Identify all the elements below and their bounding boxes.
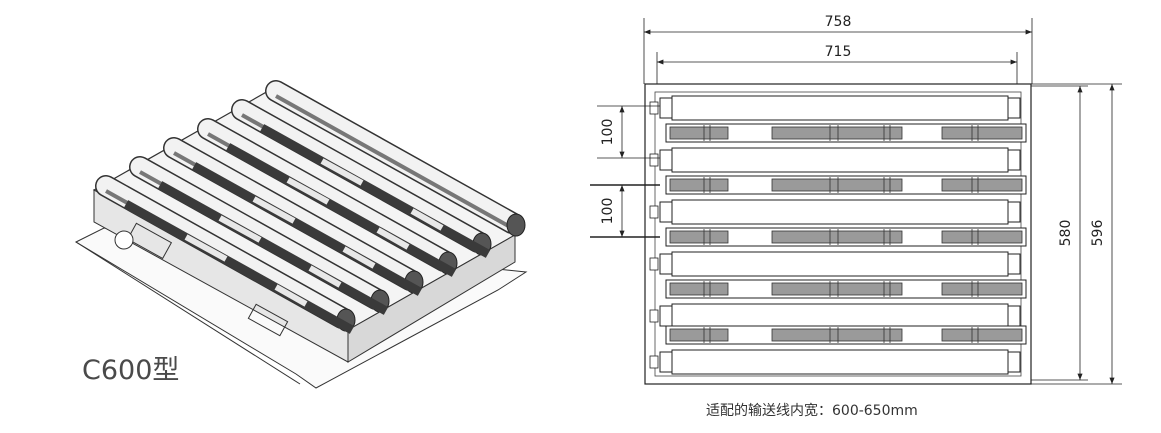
caption-text: 适配的输送线内宽：600-650mm: [706, 403, 918, 419]
belt-segment: [771, 282, 903, 296]
iso-belt: [157, 181, 389, 315]
iso-roller-group: [95, 80, 526, 334]
iso-roller-body: [198, 119, 454, 271]
roller-end-cap: [1007, 351, 1021, 373]
belt-segment: [669, 282, 729, 296]
iso-belt: [123, 200, 355, 334]
iso-roller-body: [96, 176, 352, 328]
roller-end-cap: [1007, 97, 1021, 119]
iso-belt-gap: [342, 246, 376, 269]
roller-end-cap: [1007, 149, 1021, 171]
roller-bearing: [649, 355, 659, 369]
iso-belt-gap: [252, 196, 296, 224]
iso-belt-gap: [218, 215, 262, 243]
roller-bearing: [649, 309, 659, 323]
model-label: C600型: [82, 355, 180, 386]
dim-inner-width: 715: [825, 44, 852, 60]
iso-belt-gap: [320, 158, 364, 186]
roller-end-cap: [1007, 201, 1021, 223]
gear-wheel: [114, 230, 134, 250]
roller: [671, 95, 1009, 121]
roller-end-cap: [659, 149, 673, 171]
dim-overall-width: 758: [825, 14, 852, 30]
iso-belt-gap: [308, 265, 342, 288]
belt-segment: [941, 126, 1023, 140]
iso-belt: [191, 162, 423, 296]
iso-roller: [129, 156, 390, 315]
belt-segment: [669, 178, 729, 192]
side-bracket: [247, 303, 289, 337]
iso-roller-body: [266, 81, 522, 233]
roller-end-cap: [1007, 305, 1021, 327]
roller-bearing: [649, 257, 659, 271]
iso-roller-body: [130, 157, 386, 309]
iso-roller-shadow: [275, 94, 513, 230]
iso-roller: [197, 118, 458, 277]
side-bracket: [126, 222, 173, 260]
iso-roller-body: [232, 100, 488, 252]
dim-pitch-middle: 100: [600, 198, 616, 225]
iso-roller: [265, 80, 526, 237]
roller: [671, 199, 1009, 225]
roller: [671, 349, 1009, 375]
roller-bearing: [649, 205, 659, 219]
roller-end-cap: [659, 201, 673, 223]
belt-segment: [669, 230, 729, 244]
base-plate-edge: [75, 241, 301, 385]
belt-segment: [771, 328, 903, 342]
belt-segment: [771, 230, 903, 244]
iso-belt-gap: [410, 208, 444, 231]
plan-belt-group: [665, 123, 1027, 345]
iso-belt-gap: [274, 284, 308, 307]
plan-roller-group: [649, 95, 1021, 375]
iso-belt-gap: [184, 234, 228, 262]
roller: [671, 303, 1009, 329]
dim-pitch-top: 100: [600, 119, 616, 146]
dim-inner-depth: 580: [1058, 220, 1074, 247]
belt-segment: [941, 282, 1023, 296]
belt-segment: [669, 328, 729, 342]
belt-segment: [669, 126, 729, 140]
roller-end-cap: [659, 253, 673, 275]
roller-end-cap: [659, 305, 673, 327]
iso-roller-end: [506, 213, 526, 237]
belt-segment: [941, 230, 1023, 244]
iso-roller: [231, 99, 492, 258]
iso-roller-body: [164, 138, 420, 290]
roller-bearing: [649, 153, 659, 167]
dim-overall-depth: 596: [1090, 220, 1106, 247]
iso-belt-gap: [376, 227, 410, 250]
belt-segment: [941, 328, 1023, 342]
iso-roller: [95, 175, 356, 334]
frame-right-side: [347, 234, 516, 363]
roller: [671, 251, 1009, 277]
roller-end-cap: [1007, 253, 1021, 275]
roller-end-cap: [659, 351, 673, 373]
iso-roller: [163, 137, 424, 296]
iso-belt: [225, 143, 457, 277]
roller: [671, 147, 1009, 173]
iso-belt-gap: [286, 177, 330, 205]
belt-segment: [771, 178, 903, 192]
belt-segment: [941, 178, 1023, 192]
belt-segment: [771, 126, 903, 140]
iso-belt: [259, 124, 491, 258]
roller-end-cap: [659, 97, 673, 119]
roller-bearing: [649, 101, 659, 115]
